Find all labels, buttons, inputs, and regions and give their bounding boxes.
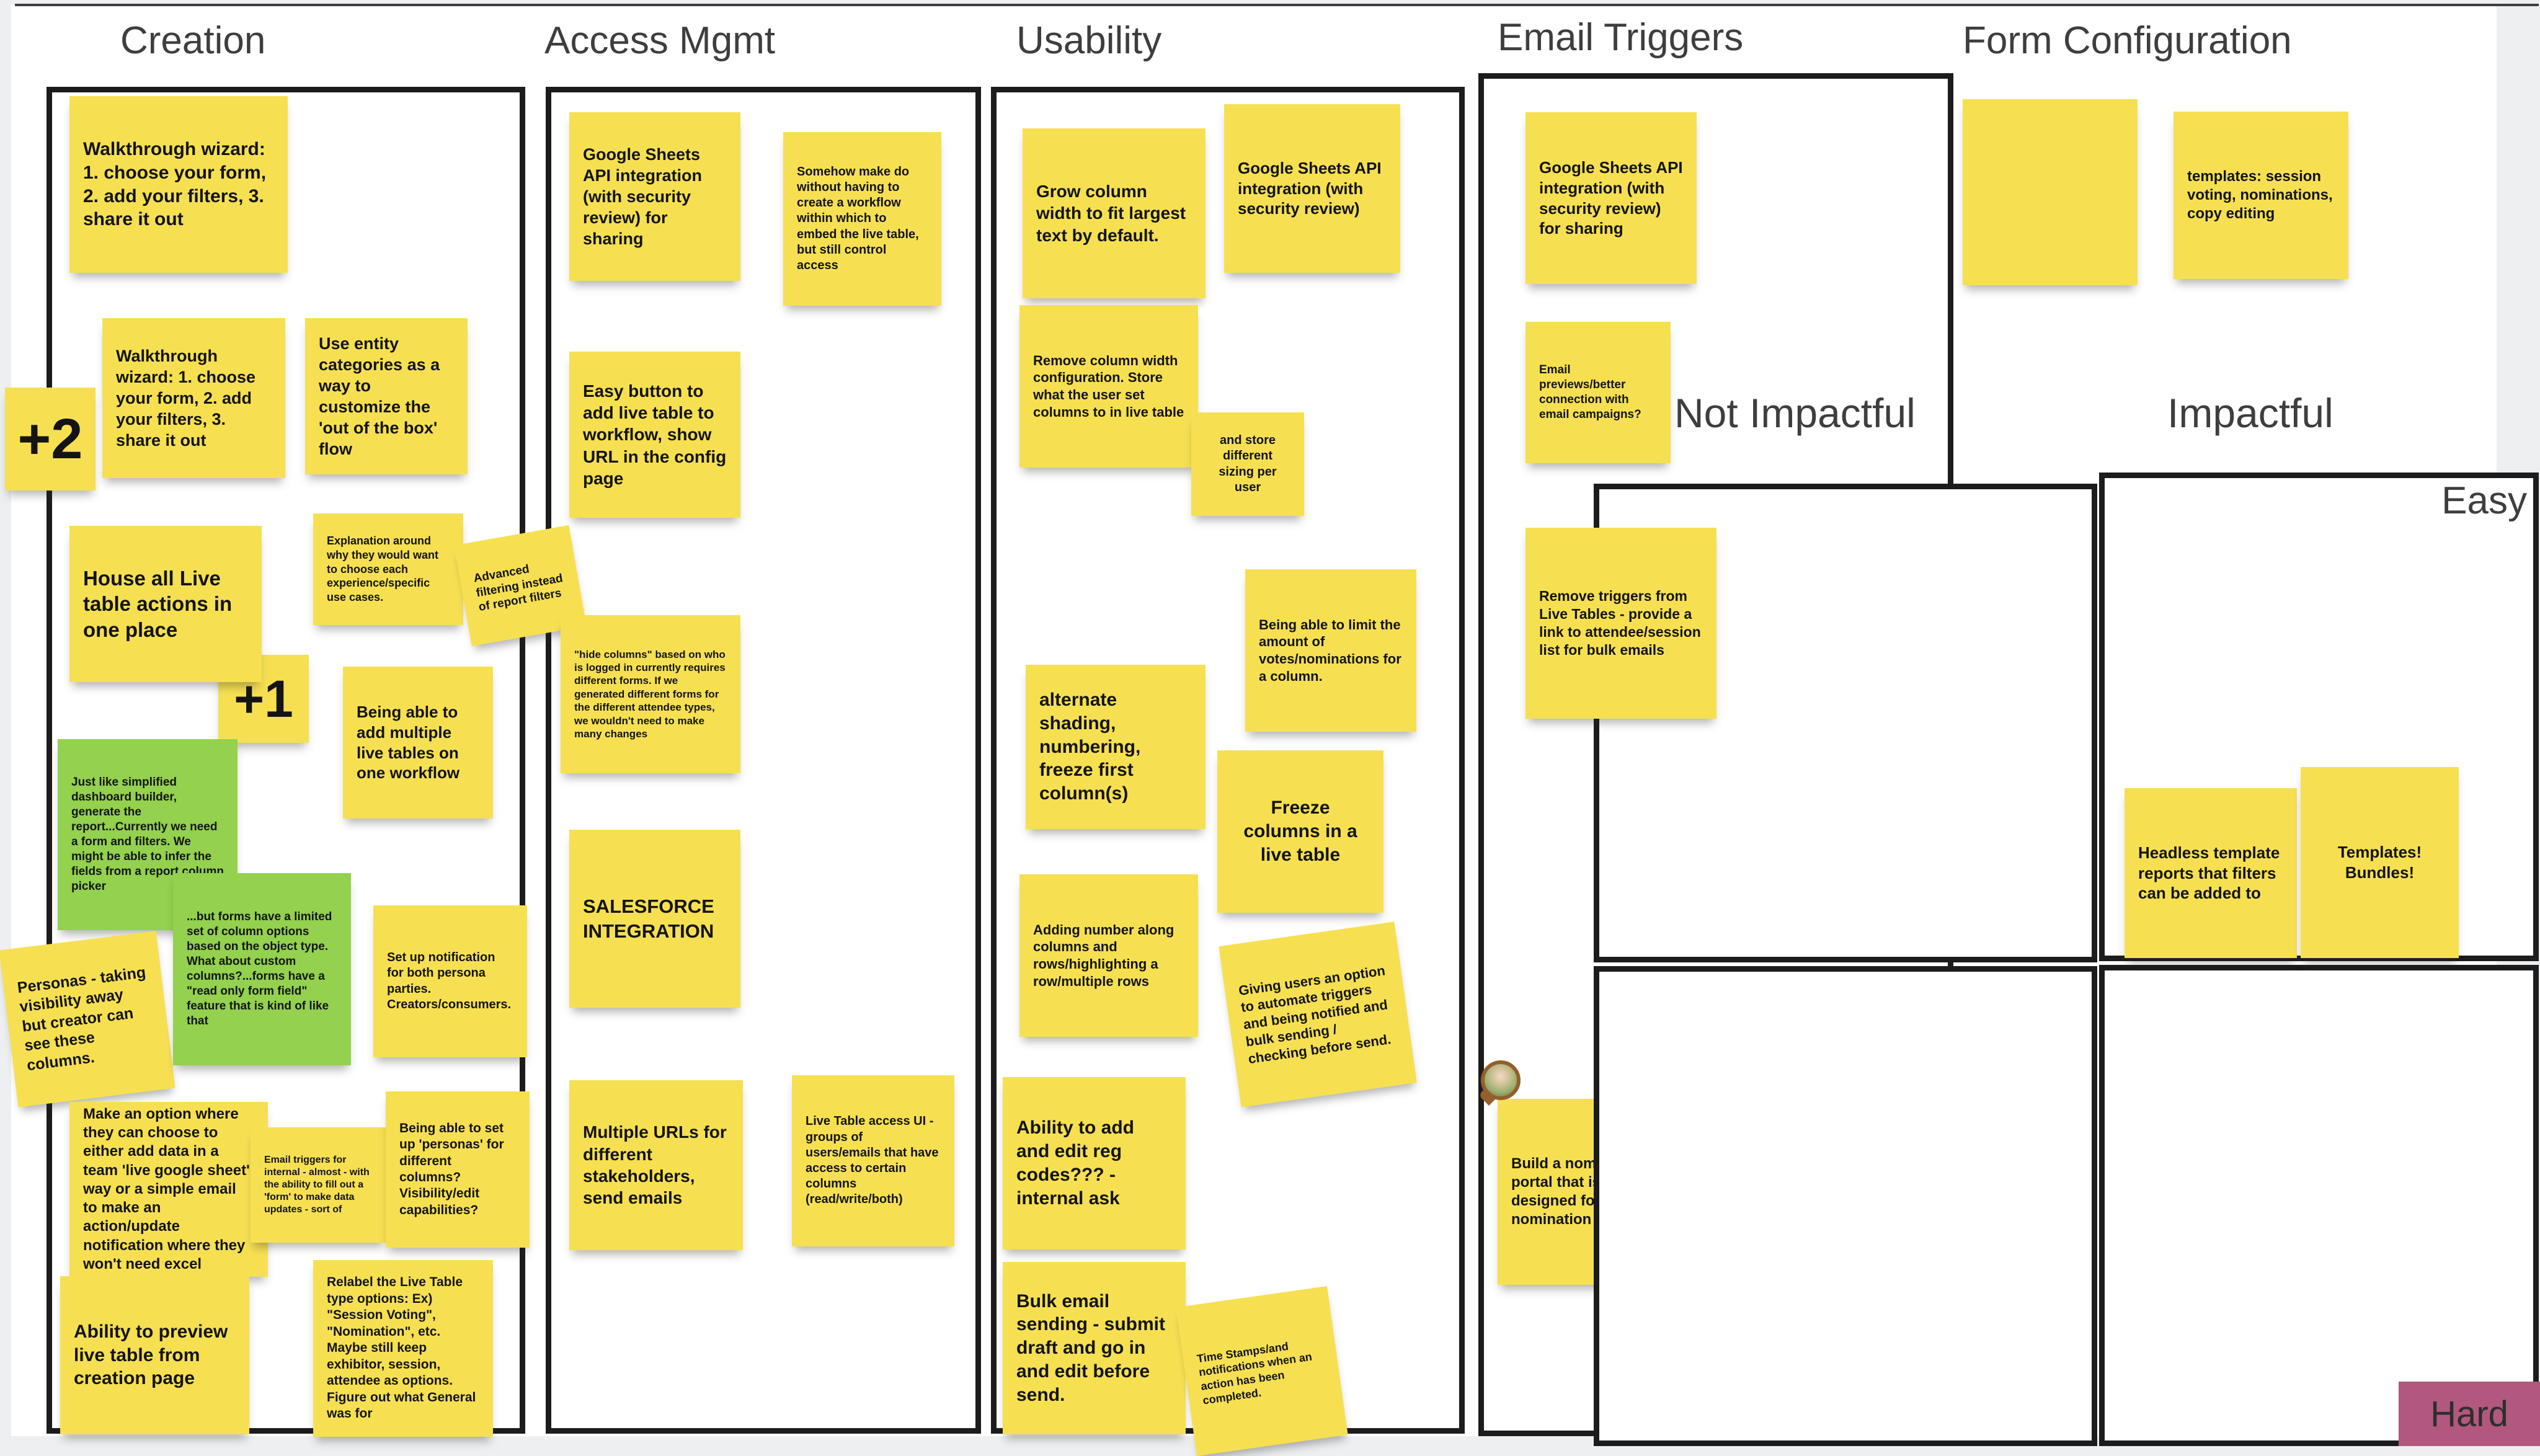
note-adding-number-rows[interactable]: Adding number along columns and rows/hig… xyxy=(1019,874,1198,1037)
note-make-an-option[interactable]: Make an option where they can choose to … xyxy=(69,1102,268,1277)
note-gsheets-api-sharing-access[interactable]: Google Sheets API integration (with secu… xyxy=(569,112,740,281)
matrix-label-easy[interactable]: Easy xyxy=(2441,479,2527,522)
note-freeze-columns[interactable]: Freeze columns in a live table xyxy=(1217,750,1383,913)
note-templates-bundles[interactable]: Templates! Bundles! xyxy=(2301,767,2459,958)
note-hide-columns-forms[interactable]: "hide columns" based on who is logged in… xyxy=(561,615,740,773)
note-giving-users-automate[interactable]: Giving users an option to automate trigg… xyxy=(1219,921,1417,1108)
note-relabel-live-table-types[interactable]: Relabel the Live Table type options: Ex)… xyxy=(313,1260,493,1437)
note-use-entity-categories[interactable]: Use entity categories as a way to custom… xyxy=(305,318,468,474)
column-header-access-mgmt[interactable]: Access Mgmt xyxy=(544,19,776,62)
note-bulk-email-sending[interactable]: Bulk email sending - submit draft and go… xyxy=(1003,1262,1186,1434)
note-walkthrough-wizard-2[interactable]: Walkthrough wizard: 1. choose your form,… xyxy=(102,318,285,478)
note-personas-for-columns[interactable]: Being able to set up 'personas' for diff… xyxy=(386,1091,530,1248)
matrix-label-not-impactful[interactable]: Not Impactful xyxy=(1674,390,1916,436)
note-gsheets-api-security[interactable]: Google Sheets API integration (with secu… xyxy=(1224,104,1400,273)
note-setup-notification-personas[interactable]: Set up notification for both persona par… xyxy=(373,905,527,1057)
matrix-label-hard[interactable]: Hard xyxy=(2399,1382,2540,1446)
note-ability-preview-live-table[interactable]: Ability to preview live table from creat… xyxy=(60,1276,249,1434)
vote-badge-plus-2[interactable]: +2 xyxy=(5,388,95,491)
note-email-triggers-internal[interactable]: Email triggers for internal - almost - w… xyxy=(251,1127,386,1243)
matrix-label-impactful[interactable]: Impactful xyxy=(2167,390,2334,436)
note-add-edit-reg-codes[interactable]: Ability to add and edit reg codes??? - i… xyxy=(1003,1077,1186,1250)
note-alternate-shading[interactable]: alternate shading, numbering, freeze fir… xyxy=(1026,665,1206,829)
note-explanation-use-cases[interactable]: Explanation around why they would want t… xyxy=(313,513,463,625)
frame-access-mgmt[interactable] xyxy=(546,87,981,1434)
frame-creation[interactable] xyxy=(47,87,525,1434)
note-walkthrough-wizard-1[interactable]: Walkthrough wizard: 1. choose your form,… xyxy=(69,96,288,273)
note-personas-visibility[interactable]: Personas - taking visibility away but cr… xyxy=(0,931,175,1108)
quadrant-impactful-hard[interactable] xyxy=(2099,965,2539,1446)
note-headless-template-reports[interactable]: Headless template reports that filters c… xyxy=(2125,788,2297,958)
note-email-previews[interactable]: Email previews/better connection with em… xyxy=(1525,322,1671,463)
note-salesforce-integration[interactable]: SALESFORCE INTEGRATION xyxy=(569,830,740,1008)
note-time-stamps-notifications[interactable]: Time Stamps/and notifications when an ac… xyxy=(1176,1286,1348,1456)
note-easy-button-live-table[interactable]: Easy button to add live table to workflo… xyxy=(569,352,740,518)
column-header-email-triggers[interactable]: Email Triggers xyxy=(1498,16,1744,59)
avatar-photo-icon xyxy=(1481,1060,1521,1100)
note-templates-session-voting[interactable]: templates: session voting, nominations, … xyxy=(2174,112,2348,279)
note-limit-votes-nominations[interactable]: Being able to limit the amount of votes/… xyxy=(1245,569,1416,732)
note-remove-column-width-config[interactable]: Remove column width configuration. Store… xyxy=(1019,305,1198,468)
column-header-usability[interactable]: Usability xyxy=(1016,19,1162,62)
note-remove-triggers-live-tables[interactable]: Remove triggers from Live Tables - provi… xyxy=(1525,528,1716,719)
column-header-form-configuration[interactable]: Form Configuration xyxy=(1963,19,2292,62)
note-live-table-access-ui[interactable]: Live Table access UI - groups of users/e… xyxy=(792,1075,954,1246)
note-add-multiple-live-tables[interactable]: Being able to add multiple live tables o… xyxy=(343,667,493,819)
note-blank-form-config[interactable] xyxy=(1963,99,2138,285)
note-store-sizing-per-user[interactable]: and store different sizing per user xyxy=(1191,412,1304,516)
note-house-live-table-actions[interactable]: House all Live table actions in one plac… xyxy=(69,526,262,682)
note-green-forms-limited-columns[interactable]: ...but forms have a limited set of colum… xyxy=(173,873,351,1065)
column-header-creation[interactable]: Creation xyxy=(120,19,266,62)
note-green-simplified-dashboard[interactable]: Just like simplified dashboard builder, … xyxy=(58,739,238,930)
note-grow-column-width[interactable]: Grow column width to fit largest text by… xyxy=(1023,128,1206,298)
quadrant-not-impactful-hard[interactable] xyxy=(1594,966,2097,1446)
note-multiple-urls-stakeholders[interactable]: Multiple URLs for different stakeholders… xyxy=(569,1080,743,1250)
note-gsheets-api-sharing-email[interactable]: Google Sheets API integration (with secu… xyxy=(1525,112,1697,284)
collaborator-avatar-pin xyxy=(1478,1060,1521,1106)
note-somehow-make-do[interactable]: Somehow make do without having to create… xyxy=(783,132,941,306)
board-top-edge xyxy=(15,4,2539,6)
